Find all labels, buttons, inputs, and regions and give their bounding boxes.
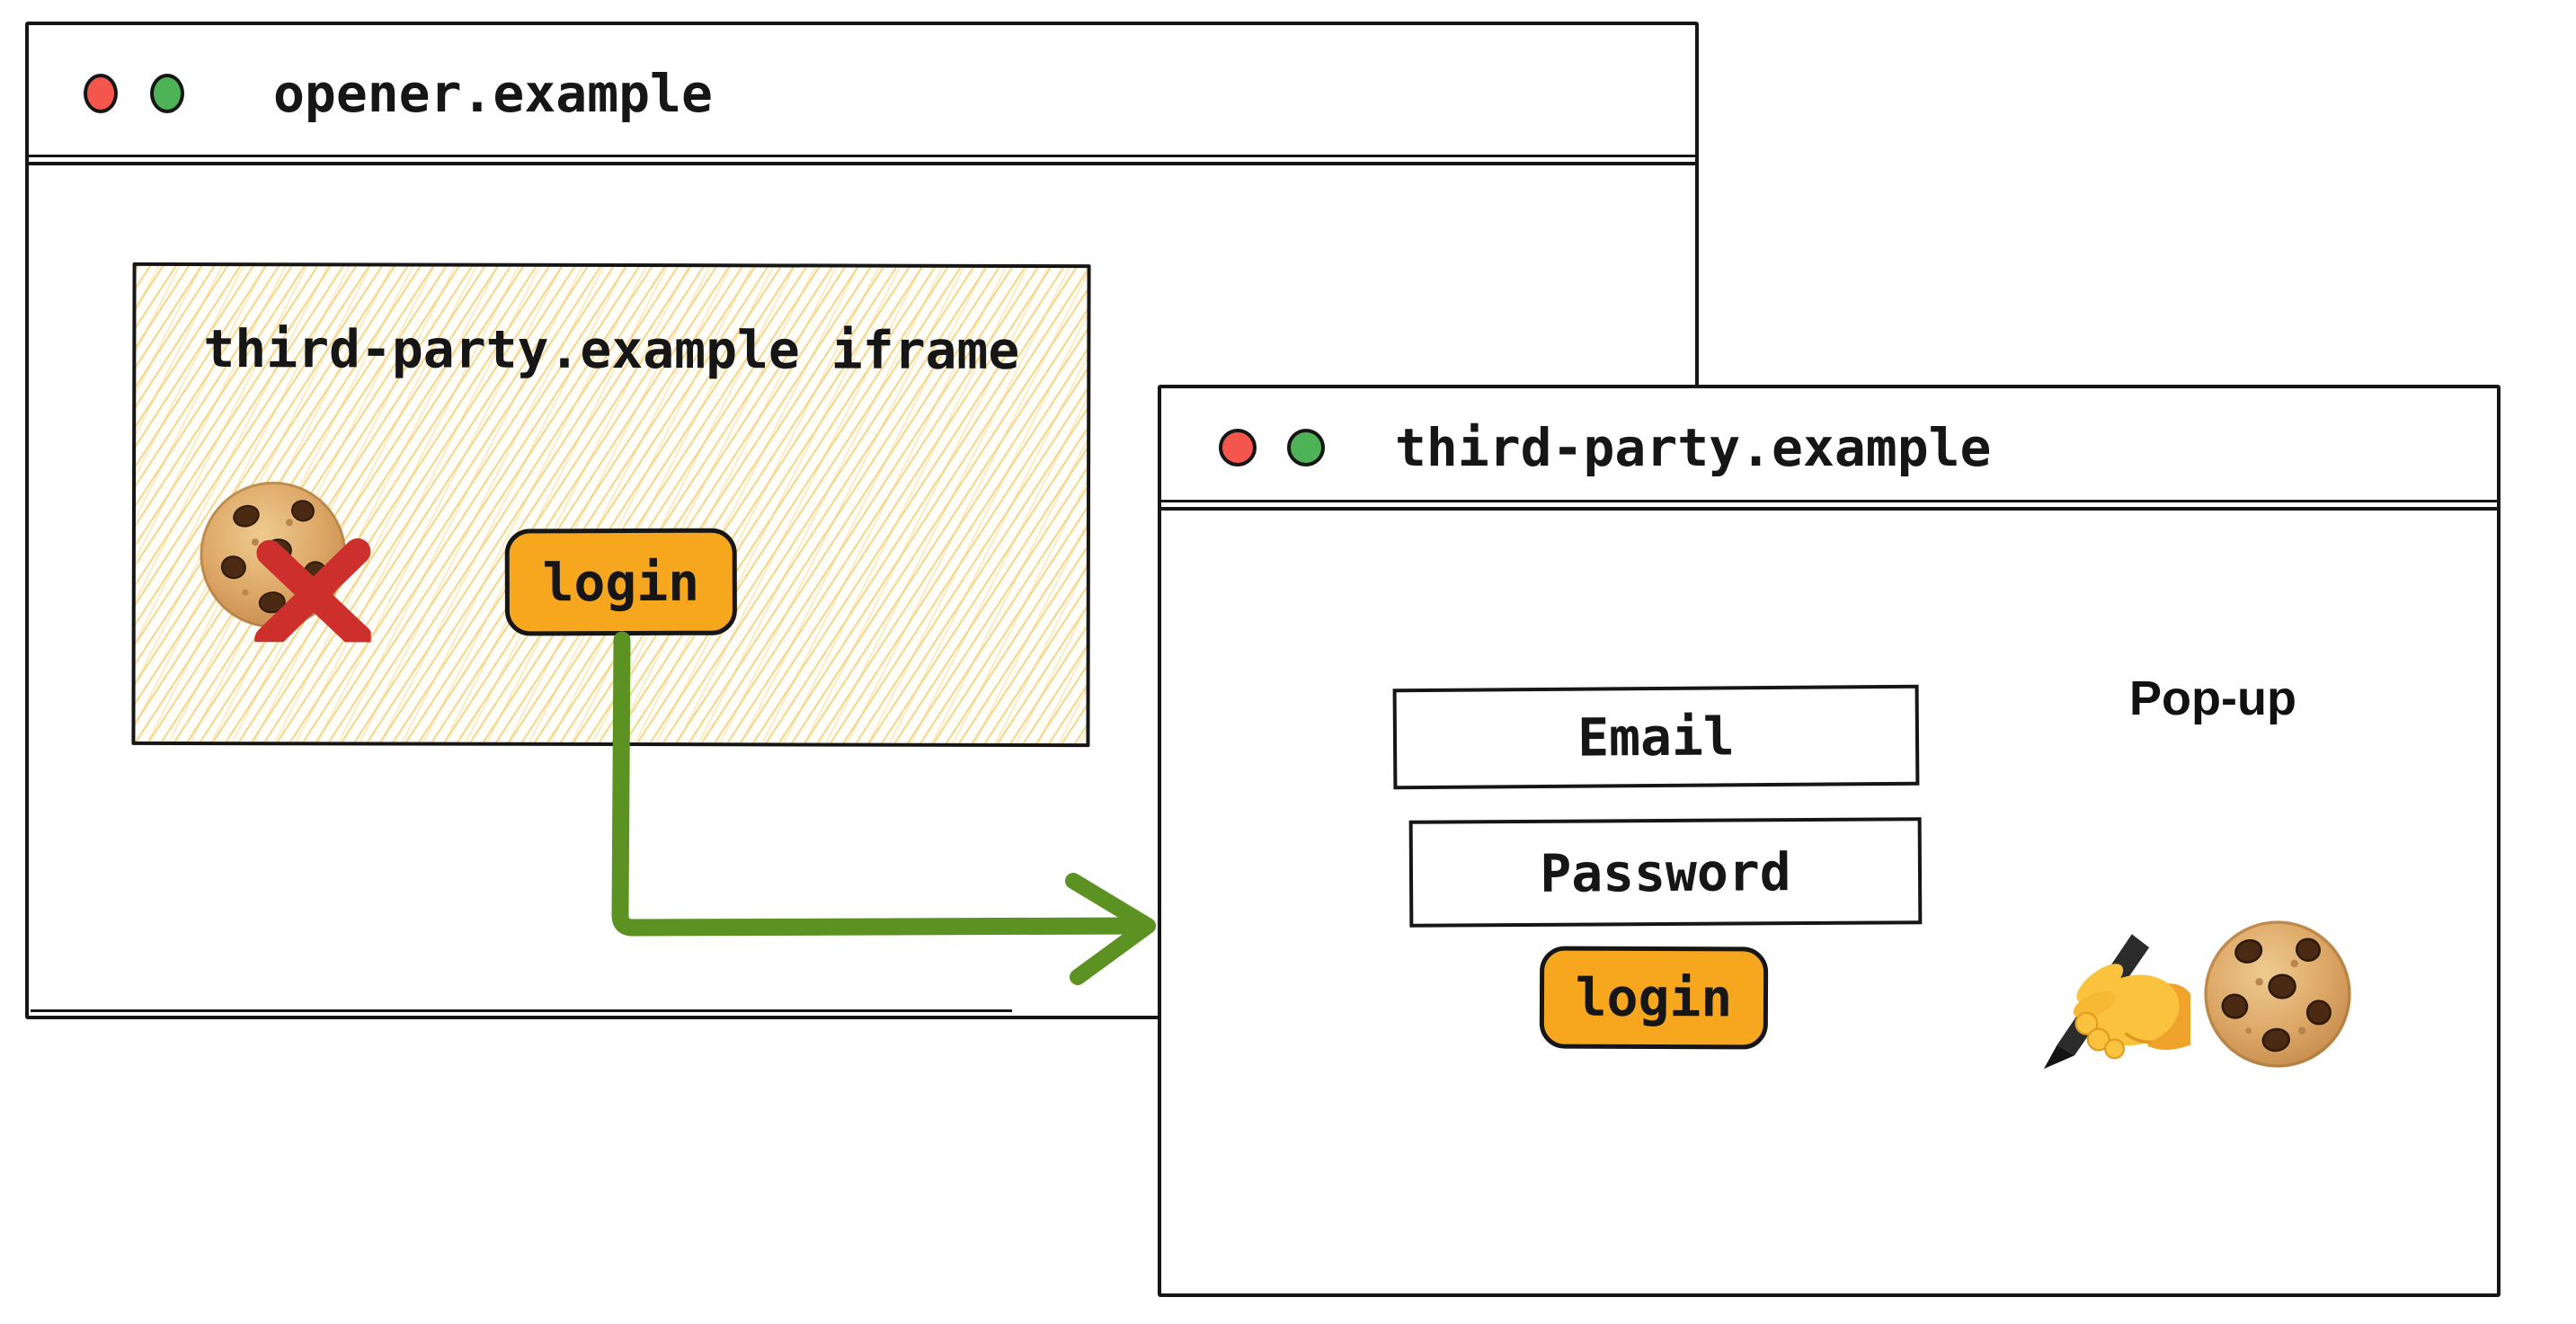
popup-titlebar: third-party.example [1161, 388, 2497, 511]
opener-window-title: opener.example [273, 63, 713, 124]
password-field[interactable]: Password [1408, 817, 1923, 928]
iframe-login-button[interactable]: login [504, 528, 738, 636]
popup-window: third-party.example Pop-up Email Passwor… [1158, 385, 2500, 1297]
third-party-iframe: third-party.example iframe [131, 262, 1091, 748]
blocked-cookie-icon [200, 481, 372, 643]
writing-hand-icon [2043, 934, 2191, 1070]
traffic-light-red-icon[interactable] [1219, 429, 1257, 467]
popup-window-title: third-party.example [1395, 417, 1992, 478]
traffic-light-green-icon[interactable] [1287, 429, 1325, 467]
opener-titlebar: opener.example [29, 25, 1695, 165]
cookie-icon [2204, 920, 2351, 1068]
traffic-light-red-icon[interactable] [84, 74, 118, 113]
popup-label: Pop-up [2129, 671, 2296, 725]
traffic-light-green-icon[interactable] [150, 74, 184, 113]
iframe-title: third-party.example iframe [203, 318, 1020, 381]
popup-login-button[interactable]: login [1539, 946, 1769, 1050]
blocked-cross-icon [254, 538, 372, 643]
email-field[interactable]: Email [1392, 684, 1920, 790]
